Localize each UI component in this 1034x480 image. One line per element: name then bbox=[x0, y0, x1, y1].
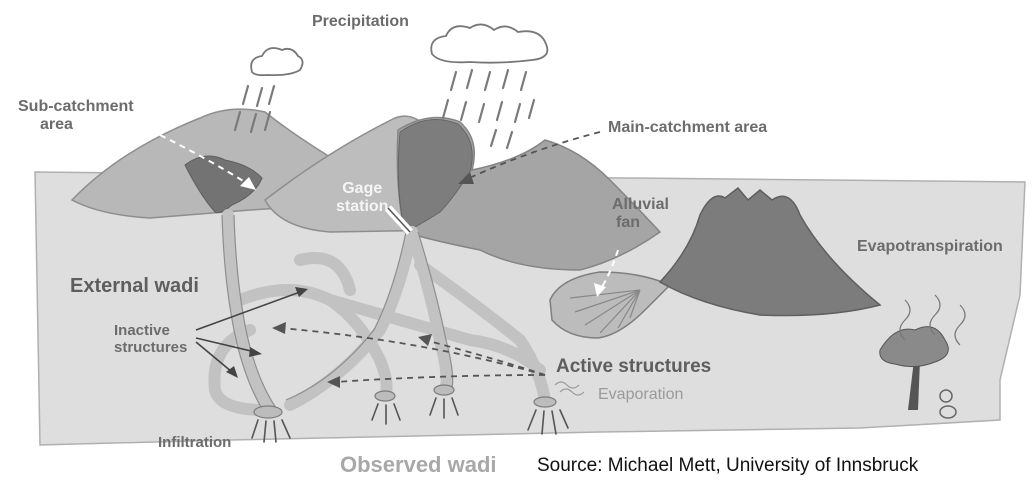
label-active-structures: Active structures bbox=[556, 356, 711, 378]
label-precipitation: Precipitation bbox=[312, 13, 409, 31]
label-evapotranspiration: Evapotranspiration bbox=[857, 238, 1003, 256]
large-cloud bbox=[431, 24, 547, 62]
label-external-wadi: External wadi bbox=[70, 275, 199, 298]
label-inactive-structures: Inactive structures bbox=[114, 322, 187, 357]
label-gage-line1: Gage bbox=[336, 180, 388, 198]
label-main-catchment: Main-catchment area bbox=[608, 119, 767, 137]
label-sub-catchment-line1: Sub-catchment bbox=[18, 98, 134, 116]
label-inactive-line1: Inactive bbox=[114, 322, 187, 339]
label-alluvial-line1: Alluvial bbox=[612, 196, 669, 214]
label-inactive-line2: structures bbox=[114, 339, 187, 356]
label-observed-wadi: Observed wadi bbox=[340, 452, 497, 477]
label-sub-catchment-line2: area bbox=[18, 116, 134, 134]
label-alluvial-fan: Alluvial fan bbox=[612, 196, 669, 233]
label-infiltration: Infiltration bbox=[158, 434, 231, 451]
small-cloud bbox=[251, 48, 302, 75]
label-sub-catchment: Sub-catchment area bbox=[18, 98, 134, 135]
label-evaporation: Evaporation bbox=[598, 386, 683, 404]
source-caption: Source: Michael Mett, University of Inns… bbox=[537, 455, 918, 477]
label-gage-line2: station bbox=[336, 198, 388, 216]
label-alluvial-line2: fan bbox=[612, 214, 669, 232]
label-gage-station: Gage station bbox=[336, 180, 388, 217]
